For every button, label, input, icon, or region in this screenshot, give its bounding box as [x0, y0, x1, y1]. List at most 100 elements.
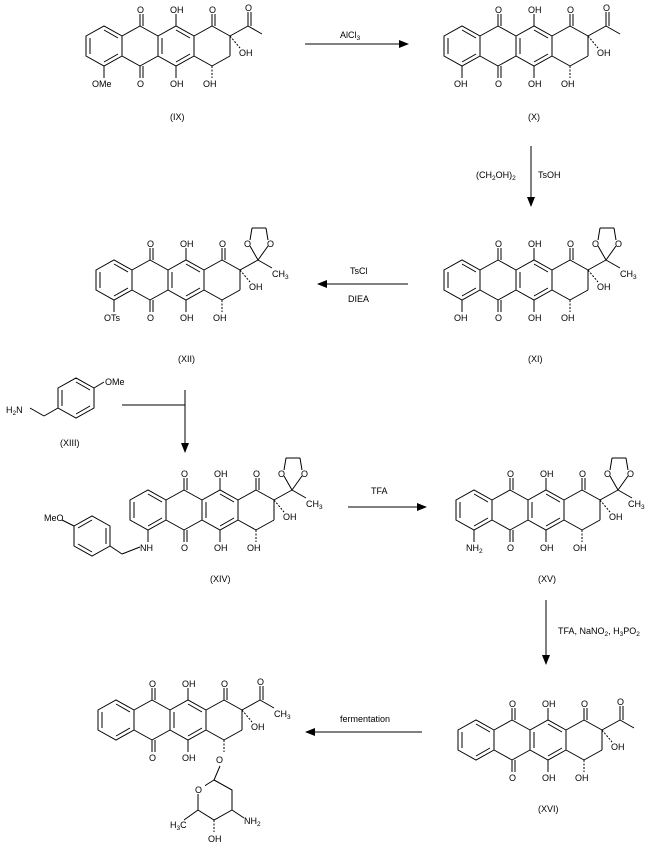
- atom-o: O: [495, 5, 502, 15]
- atom-oh: OH: [573, 543, 587, 553]
- atom-ch3: CH3: [272, 269, 289, 281]
- atom-oh: OH: [180, 313, 194, 323]
- atom-meo: MeO: [44, 513, 64, 523]
- compound-label: (XIV): [210, 574, 231, 584]
- atom-o: O: [219, 239, 226, 249]
- atom-oh: OH: [180, 239, 194, 249]
- compound-label: (XI): [528, 354, 543, 364]
- atom-oh: OH: [283, 512, 297, 522]
- reagent-tscl: TsCl: [350, 266, 368, 276]
- compound-label: (XII): [178, 354, 195, 364]
- compound-XII: O O CH3 O O OH OH O OH OH OTs (XII): [95, 227, 289, 364]
- atom-o: O: [147, 313, 154, 323]
- atom-o: O: [253, 469, 260, 479]
- atom-o: O: [301, 469, 308, 479]
- atom-o: O: [604, 469, 611, 479]
- atom-o: O: [507, 543, 514, 553]
- atom-ch3: CH3: [620, 269, 637, 281]
- atom-o: O: [216, 755, 223, 765]
- atom-o: O: [149, 753, 156, 763]
- atom-oh: OH: [528, 313, 542, 323]
- atom-o: O: [147, 239, 154, 249]
- atom-o: O: [257, 677, 264, 687]
- atom-oh: OH: [561, 79, 575, 89]
- atom-o: O: [603, 3, 610, 13]
- atom-o: O: [267, 239, 274, 249]
- compound-label: (XVI): [538, 804, 559, 814]
- atom-oh: OH: [249, 282, 263, 292]
- compound-label: (IX): [170, 112, 185, 122]
- atom-o: O: [567, 239, 574, 249]
- atom-o: O: [579, 469, 586, 479]
- compound-IX: O O OH OH O OH O OH OMe (IX): [85, 3, 263, 122]
- atom-oh: OH: [597, 282, 611, 292]
- compound-XI: O O CH3 O O OH OH O OH OH OH (XI): [443, 227, 637, 364]
- atom-nh2: NH2: [244, 816, 261, 828]
- atom-oh: OH: [540, 543, 554, 553]
- atom-oh: OH: [542, 773, 556, 783]
- atom-o: O: [181, 469, 188, 479]
- atom-o: O: [509, 773, 516, 783]
- atom-oh: OH: [528, 239, 542, 249]
- atom-o: O: [581, 699, 588, 709]
- reagent-fermentation: fermentation: [340, 714, 390, 724]
- atom-h3c: H3C: [170, 820, 187, 832]
- compound-label: (X): [528, 112, 540, 122]
- atom-oh: OH: [213, 313, 227, 323]
- atom-o: O: [195, 785, 202, 795]
- compound-XV: O O CH3 O O OH OH O OH OH NH2 (XV): [455, 457, 645, 584]
- atom-oh: OH: [251, 722, 265, 732]
- compound-label: (XIII): [60, 438, 80, 448]
- compound-final-product: O O OH OH O O OH CH3 O O H3C OH NH2: [97, 677, 291, 844]
- atom-oh: OH: [170, 5, 184, 15]
- atom-oh: OH: [203, 79, 217, 89]
- atom-oh: OH: [214, 469, 228, 479]
- atom-oh: OH: [214, 543, 228, 553]
- atom-o: O: [245, 3, 252, 13]
- atom-ch3: CH3: [628, 499, 645, 511]
- reagent-diazotization: TFA, NaNO2, H3PO2: [558, 626, 640, 638]
- atom-oh: OH: [609, 512, 623, 522]
- atom-o: O: [181, 543, 188, 553]
- atom-h2n: H2N: [6, 405, 23, 417]
- atom-oh: OH: [239, 48, 253, 58]
- atom-ome: OMe: [92, 79, 112, 89]
- atom-o: O: [209, 5, 216, 15]
- atom-oh: OH: [528, 79, 542, 89]
- atom-oh: OH: [528, 5, 542, 15]
- atom-oh: OH: [454, 313, 468, 323]
- atom-o: O: [244, 239, 251, 249]
- atom-ots: OTs: [104, 313, 121, 323]
- atom-o: O: [509, 699, 516, 709]
- atom-o: O: [627, 469, 634, 479]
- atom-o: O: [278, 469, 285, 479]
- compound-label: (XV): [538, 574, 556, 584]
- atom-oh: OH: [170, 79, 184, 89]
- atom-o: O: [221, 679, 228, 689]
- atom-o: O: [495, 79, 502, 89]
- atom-nh2: NH2: [466, 543, 483, 555]
- atom-oh: OH: [454, 79, 468, 89]
- atom-o: O: [149, 679, 156, 689]
- atom-oh: OH: [182, 753, 196, 763]
- atom-oh: OH: [561, 313, 575, 323]
- reagent-tsoh: TsOH: [538, 170, 561, 180]
- reagent-alcl3: AlCl3: [340, 30, 361, 42]
- atom-o: O: [507, 469, 514, 479]
- atom-o: O: [567, 5, 574, 15]
- atom-o: O: [592, 239, 599, 249]
- atom-o: O: [495, 239, 502, 249]
- atom-nh: NH: [140, 543, 153, 553]
- atom-o: O: [615, 239, 622, 249]
- atom-o: O: [495, 313, 502, 323]
- atom-oh: OH: [611, 742, 625, 752]
- atom-o: O: [617, 697, 624, 707]
- atom-oh: OH: [247, 543, 261, 553]
- reagent-tfa: TFA: [371, 486, 388, 496]
- atom-o: O: [137, 79, 144, 89]
- reagent-diea: DIEA: [348, 294, 369, 304]
- atom-oh: OH: [597, 48, 611, 58]
- reaction-arrow: [122, 404, 189, 453]
- compound-XIII: OMe H2N (XIII): [6, 377, 125, 448]
- atom-oh: OH: [208, 834, 222, 844]
